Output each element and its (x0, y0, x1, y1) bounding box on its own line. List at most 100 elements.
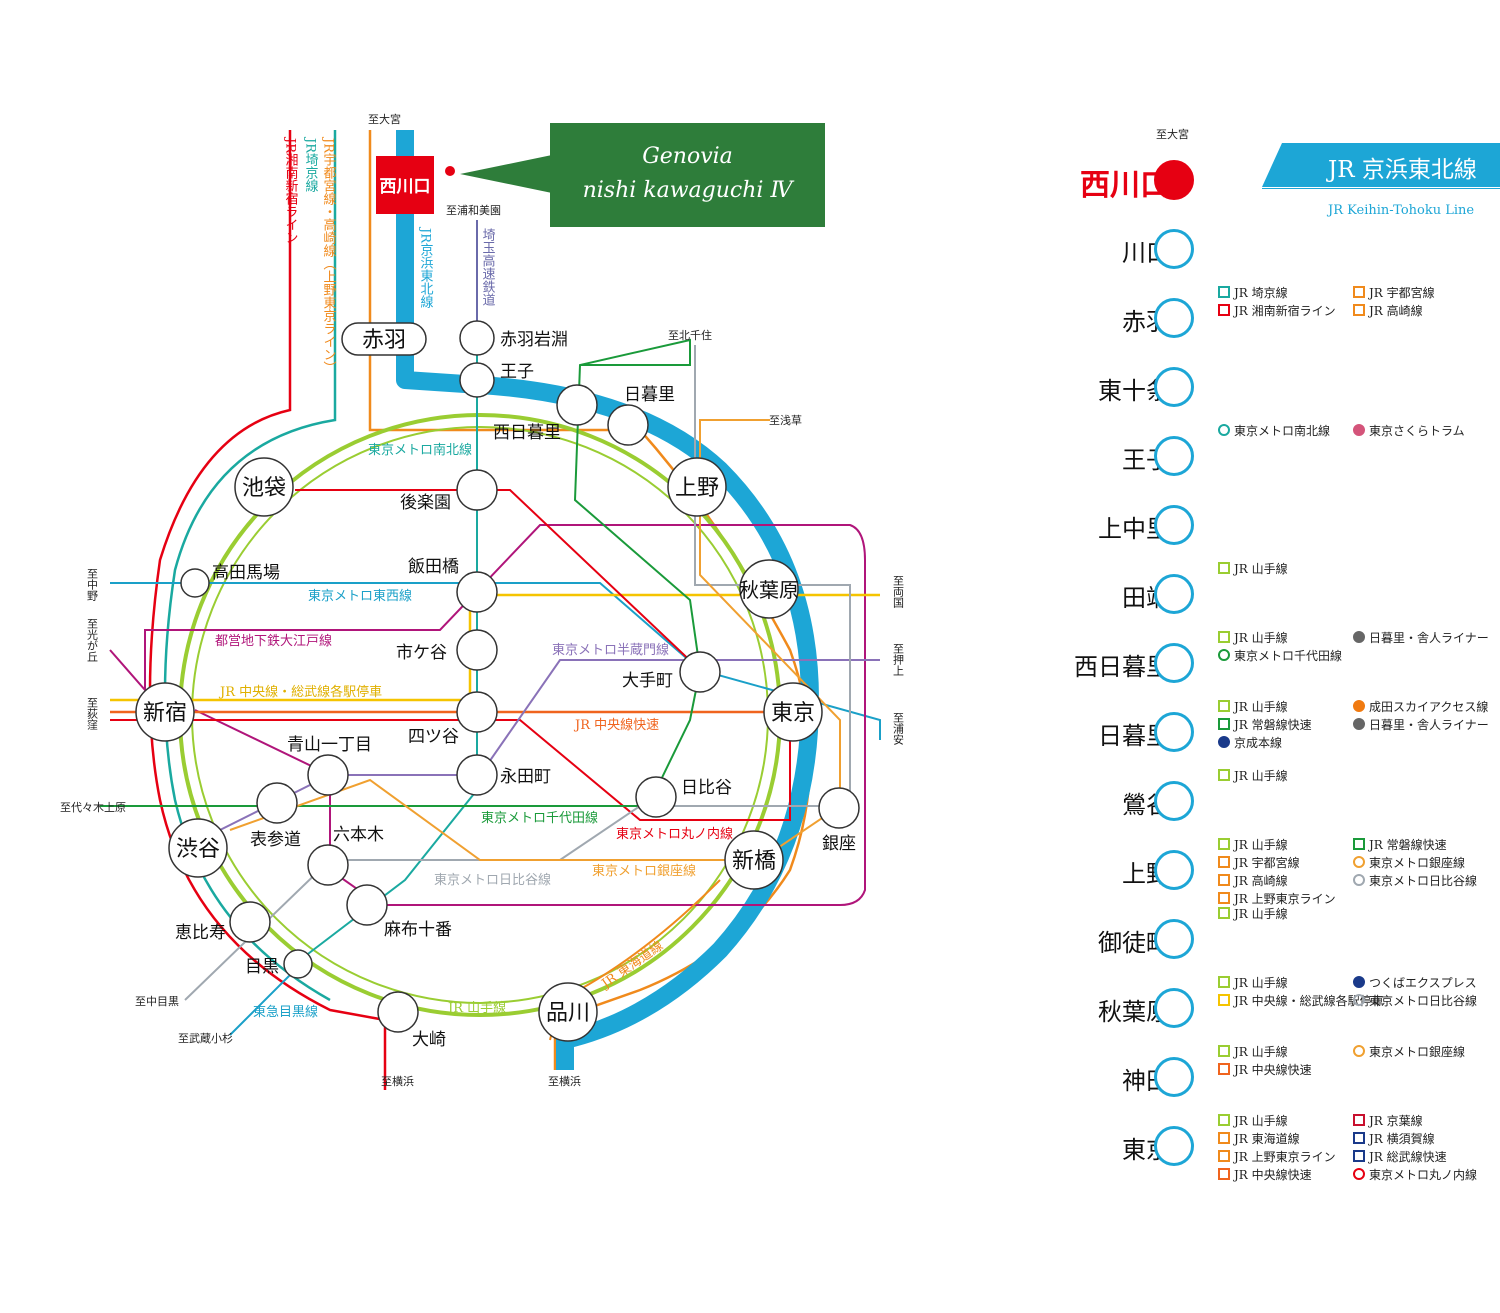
line-color-marker (1218, 700, 1230, 712)
transfer-line-name: JR 京葉線 (1369, 1114, 1423, 1128)
station-korakuen (456, 469, 498, 511)
svg-text:西川口: 西川口 (380, 177, 431, 197)
transfer-line: JR 常磐線快速 (1218, 716, 1312, 733)
svg-text:至荻窪: 至荻窪 (86, 697, 99, 730)
svg-text:大手町: 大手町 (622, 671, 673, 691)
line-color-marker (1353, 304, 1365, 316)
line-color-marker (1218, 562, 1230, 574)
transfer-line-name: 東京メトロ千代田線 (1234, 649, 1343, 663)
station-shinagawa (538, 982, 598, 1042)
transfer-line: 日暮里・舎人ライナー (1353, 629, 1489, 646)
svg-text:至代々木上原: 至代々木上原 (60, 801, 126, 814)
line-color-marker (1353, 700, 1365, 712)
svg-text:至横浜: 至横浜 (548, 1074, 581, 1088)
transfer-line: JR 山手線 (1218, 560, 1288, 577)
transfer-line-name: 東京メトロ銀座線 (1369, 1045, 1466, 1059)
line-hibiya (184, 345, 851, 1001)
line-marunouchi (160, 712, 791, 821)
line-color-marker (1218, 907, 1230, 919)
station-otemachi (679, 651, 721, 693)
station-nagatacho (456, 754, 498, 796)
svg-text:至浦安: 至浦安 (892, 712, 905, 746)
line-color-marker (1218, 856, 1230, 868)
svg-text:東京メトロ千代田線: 東京メトロ千代田線 (481, 810, 598, 826)
transfer-line: つくばエクスプレス (1353, 974, 1477, 991)
transfer-line-name: JR 横須賀線 (1369, 1132, 1435, 1146)
svg-text:JR 中央線・総武線各駅停車: JR 中央線・総武線各駅停車 (218, 684, 382, 700)
line-color-marker (1218, 424, 1230, 436)
transfer-line: JR 山手線 (1218, 836, 1288, 853)
transfer-line: JR 京葉線 (1353, 1112, 1423, 1129)
top-direction-note: 至大宮 (1156, 128, 1189, 141)
station-marker (1154, 229, 1194, 269)
station-row: 上中里 (1030, 503, 1500, 573)
callout-pointer (460, 155, 552, 193)
station-akihabara (739, 559, 799, 619)
station-nippori (607, 404, 649, 446)
transfer-line: JR 高崎線 (1353, 302, 1423, 319)
line-color-marker (1353, 1150, 1365, 1162)
svg-text:大崎: 大崎 (412, 1030, 446, 1050)
transfer-line: 東京メトロ千代田線 (1218, 647, 1342, 664)
station-aoyama (307, 754, 349, 796)
svg-text:品川: 品川 (546, 1001, 590, 1026)
line-color-marker (1353, 718, 1365, 730)
transfer-line-name: 東京メトロ丸ノ内線 (1369, 1168, 1478, 1182)
station-marker (1154, 298, 1194, 338)
transfer-line: JR 宇都宮線 (1218, 854, 1300, 871)
svg-text:西日暮里: 西日暮里 (493, 423, 561, 443)
svg-text:東京メトロ銀座線: 東京メトロ銀座線 (592, 863, 696, 879)
station-hibiya (635, 776, 677, 818)
svg-text:東京メトロ日比谷線: 東京メトロ日比谷線 (434, 872, 551, 888)
svg-text:東京メトロ丸ノ内線: 東京メトロ丸ノ内線 (616, 826, 733, 842)
line-color-marker (1218, 304, 1230, 316)
station-row: 王子東京メトロ南北線東京さくらトラム (1030, 424, 1500, 504)
transfer-line-name: JR 湘南新宿ライン (1234, 304, 1336, 318)
transfer-line: JR 中央線・総武線各駅停車 (1218, 992, 1384, 1009)
line-color-marker (1353, 631, 1365, 643)
line-oedo (109, 524, 866, 906)
transfer-line: JR 山手線 (1218, 1112, 1288, 1129)
line-color-marker (1218, 718, 1230, 730)
svg-text:渋谷: 渋谷 (176, 837, 220, 862)
svg-text:至押上: 至押上 (892, 643, 905, 676)
station-row: 西川口 (1030, 158, 1500, 228)
line-color-marker (1218, 874, 1230, 886)
station-roppongi (307, 844, 349, 886)
transfer-line: JR 山手線 (1218, 974, 1288, 991)
label-keihin-vert: JR京浜東北線 (418, 226, 434, 308)
transfer-line: JR 高崎線 (1218, 872, 1288, 889)
transfer-line: 東京メトロ丸ノ内線 (1353, 1166, 1477, 1183)
transfer-line: JR 湘南新宿ライン (1218, 302, 1336, 319)
svg-text:日暮里: 日暮里 (624, 385, 675, 405)
svg-text:東京メトロ半蔵門線: 東京メトロ半蔵門線 (552, 642, 669, 658)
transfer-line-name: 成田スカイアクセス線 (1369, 700, 1489, 714)
station-row: 川口 (1030, 227, 1500, 297)
line-color-marker (1353, 424, 1365, 436)
svg-text:市ケ谷: 市ケ谷 (396, 643, 447, 663)
station-yotsuya (456, 691, 498, 733)
svg-text:至中目黒: 至中目黒 (135, 995, 179, 1008)
svg-text:麻布十番: 麻布十番 (384, 920, 452, 940)
station-omotesando (256, 782, 298, 824)
station-oji (459, 362, 495, 398)
svg-text:赤羽岩淵: 赤羽岩淵 (500, 330, 568, 350)
line-color-marker (1353, 874, 1365, 886)
transfer-line-name: JR 高崎線 (1234, 874, 1288, 888)
transfer-line: 東京メトロ日比谷線 (1353, 992, 1477, 1009)
svg-text:四ツ谷: 四ツ谷 (408, 727, 459, 747)
line-shonan (148, 130, 387, 1090)
station-marker (1154, 850, 1194, 890)
transfer-line-name: JR 高崎線 (1369, 304, 1423, 318)
svg-text:東急目黒線: 東急目黒線 (253, 1004, 318, 1020)
transfer-line-name: JR 山手線 (1234, 907, 1288, 921)
transfer-line-name: JR 山手線 (1234, 700, 1288, 714)
station-row: 東十条 (1030, 365, 1500, 435)
transfer-line-name: JR 中央線快速 (1234, 1063, 1312, 1077)
line-color-marker (1218, 1114, 1230, 1126)
